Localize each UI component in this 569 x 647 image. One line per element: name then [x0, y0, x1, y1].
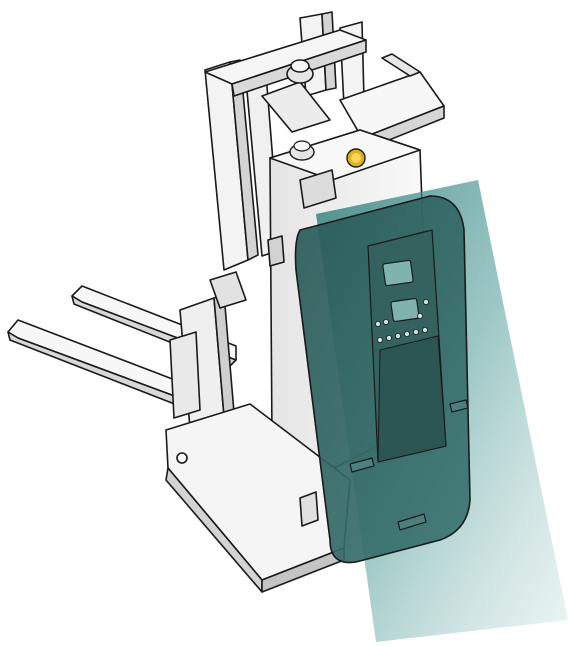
panel-handles	[349, 399, 469, 531]
control-panel-cover	[294, 195, 471, 564]
warning-light-icon	[289, 140, 366, 168]
control-buttons	[374, 298, 429, 343]
display-screen-icon	[382, 259, 420, 323]
overhead-guard	[204, 29, 367, 133]
carriage	[169, 271, 247, 453]
